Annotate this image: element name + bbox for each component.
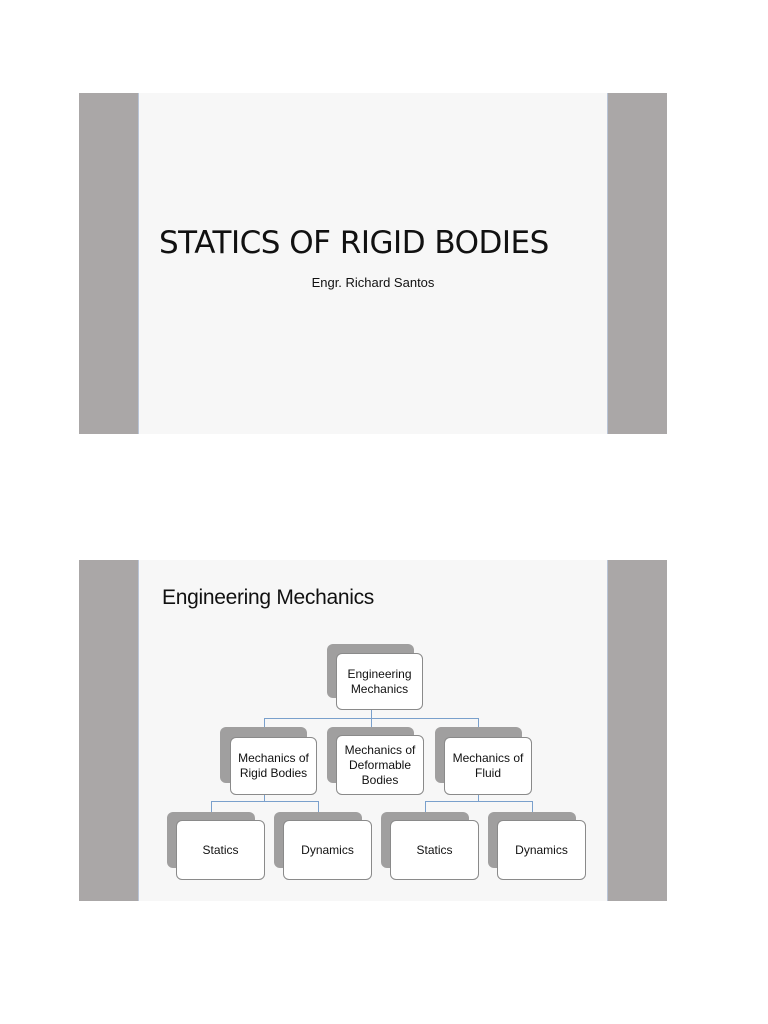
- node-rigid-dynamics-label: Dynamics: [283, 820, 372, 880]
- node-mechanics-of-fluid-label: Mechanics of Fluid: [444, 737, 532, 795]
- node-fluid-statics-label: Statics: [390, 820, 479, 880]
- connector-root-down: [371, 710, 372, 719]
- slide-2-title: Engineering Mechanics: [162, 586, 374, 609]
- slide-2: Engineering Mechanics Engineering Mechan…: [79, 560, 667, 901]
- node-engineering-mechanics-label: Engineering Mechanics: [336, 653, 423, 710]
- slide-2-right-bar: [607, 560, 667, 901]
- node-mechanics-of-rigid-bodies-label: Mechanics of Rigid Bodies: [230, 737, 317, 795]
- connector-to-rigid-dynamics: [318, 801, 319, 817]
- connector-fluid-down: [478, 794, 479, 802]
- node-rigid-statics-label: Statics: [176, 820, 265, 880]
- slide-1-left-bar: [79, 93, 139, 434]
- slide-1: STATICS OF RIGID BODIES Engr. Richard Sa…: [79, 93, 667, 434]
- slide-1-right-bar: [607, 93, 667, 434]
- connector-rigid-bar: [211, 801, 318, 802]
- slide-2-left-bar: [79, 560, 139, 901]
- connector-to-rigid: [264, 718, 265, 734]
- slide-1-title: STATICS OF RIGID BODIES: [159, 225, 549, 261]
- connector-rigid-down: [264, 794, 265, 802]
- slide-1-subtitle: Engr. Richard Santos: [311, 275, 435, 290]
- connector-to-fluid-dynamics: [532, 801, 533, 817]
- connector-fluid-bar: [425, 801, 532, 802]
- node-mechanics-of-deformable-bodies-label: Mechanics of Deformable Bodies: [336, 735, 424, 795]
- mechanics-hierarchy-chart: Engineering Mechanics Mechanics of Rigid…: [79, 560, 667, 901]
- connector-to-deformable: [371, 718, 372, 734]
- node-fluid-dynamics-label: Dynamics: [497, 820, 586, 880]
- connector-to-fluid-statics: [425, 801, 426, 817]
- connector-to-rigid-statics: [211, 801, 212, 817]
- connector-to-fluid: [478, 718, 479, 734]
